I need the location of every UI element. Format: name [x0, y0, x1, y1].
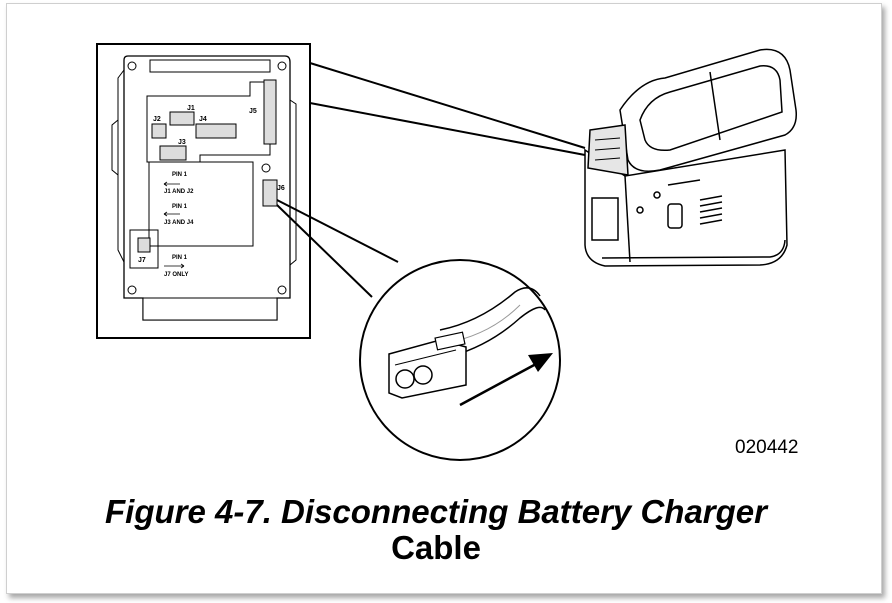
label-j4: J4 [199, 116, 207, 123]
pin-legend-3: PIN 1 [172, 255, 188, 261]
pin-legend-1-applies: J1 AND J2 [164, 189, 194, 195]
label-j1: J1 [187, 105, 195, 112]
pin-legend-2-applies: J3 AND J4 [164, 220, 194, 226]
leader-lines [276, 62, 586, 298]
pin-legend-1: PIN 1 [172, 172, 188, 178]
control-panel-detail: J1 J2 J4 J3 J5 J6 J7 PIN 1 J1 AND J2 PIN… [96, 43, 311, 339]
label-j3: J3 [178, 139, 186, 146]
figure-title-line2: Cable [391, 529, 481, 566]
device-illustration [584, 48, 798, 267]
label-j7: J7 [138, 257, 146, 264]
label-j2: J2 [153, 116, 161, 123]
figure-id-code: 020442 [735, 437, 799, 458]
label-j6: J6 [277, 185, 285, 192]
figure-title-line1: Disconnecting Battery Charger [281, 493, 767, 530]
connector-magnifier [359, 259, 561, 461]
pin-legend-2: PIN 1 [172, 204, 188, 210]
label-j5: J5 [249, 108, 257, 115]
figure-caption: Figure 4-7. Disconnecting Battery Charge… [0, 494, 872, 566]
pin-legend-3-applies: J7 ONLY [164, 272, 188, 278]
figure-number: Figure 4-7. [105, 493, 272, 530]
